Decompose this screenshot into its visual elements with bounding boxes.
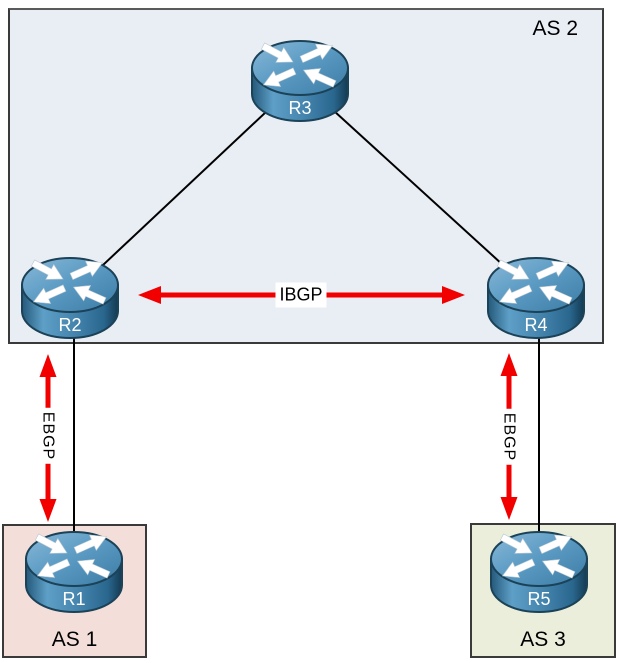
ebgp-session-label-right: EBGP — [496, 408, 522, 466]
router-r2[interactable]: R2 — [17, 254, 123, 340]
router-label: R1 — [62, 589, 85, 609]
ibgp-arrowhead-right — [442, 286, 465, 304]
router-r3[interactable]: R3 — [247, 37, 353, 123]
ebgp-right-arrowhead-bottom — [500, 497, 518, 520]
router-label: R5 — [527, 589, 550, 609]
ibgp-arrowhead-left — [138, 286, 161, 304]
router-r4[interactable]: R4 — [483, 254, 589, 340]
as1-label: AS 1 — [51, 628, 98, 651]
ebgp-left-arrowhead-bottom — [39, 499, 57, 522]
link-r3-r2 — [69, 79, 301, 297]
router-label: R4 — [524, 315, 547, 335]
ebgp-left-arrowhead-top — [39, 354, 57, 377]
as3-label: AS 3 — [520, 628, 566, 651]
ebgp-right-arrowhead-top — [500, 353, 518, 376]
link-r3-r4 — [299, 79, 538, 297]
ebgp-session-label-left: EBGP — [35, 407, 61, 465]
router-label: R3 — [288, 98, 311, 118]
router-label: R2 — [58, 315, 81, 335]
router-r5[interactable]: R5 — [486, 528, 592, 614]
as2-label: AS 2 — [532, 17, 578, 40]
router-r1[interactable]: R1 — [21, 528, 127, 614]
ibgp-session-label: IBGP — [275, 282, 327, 308]
